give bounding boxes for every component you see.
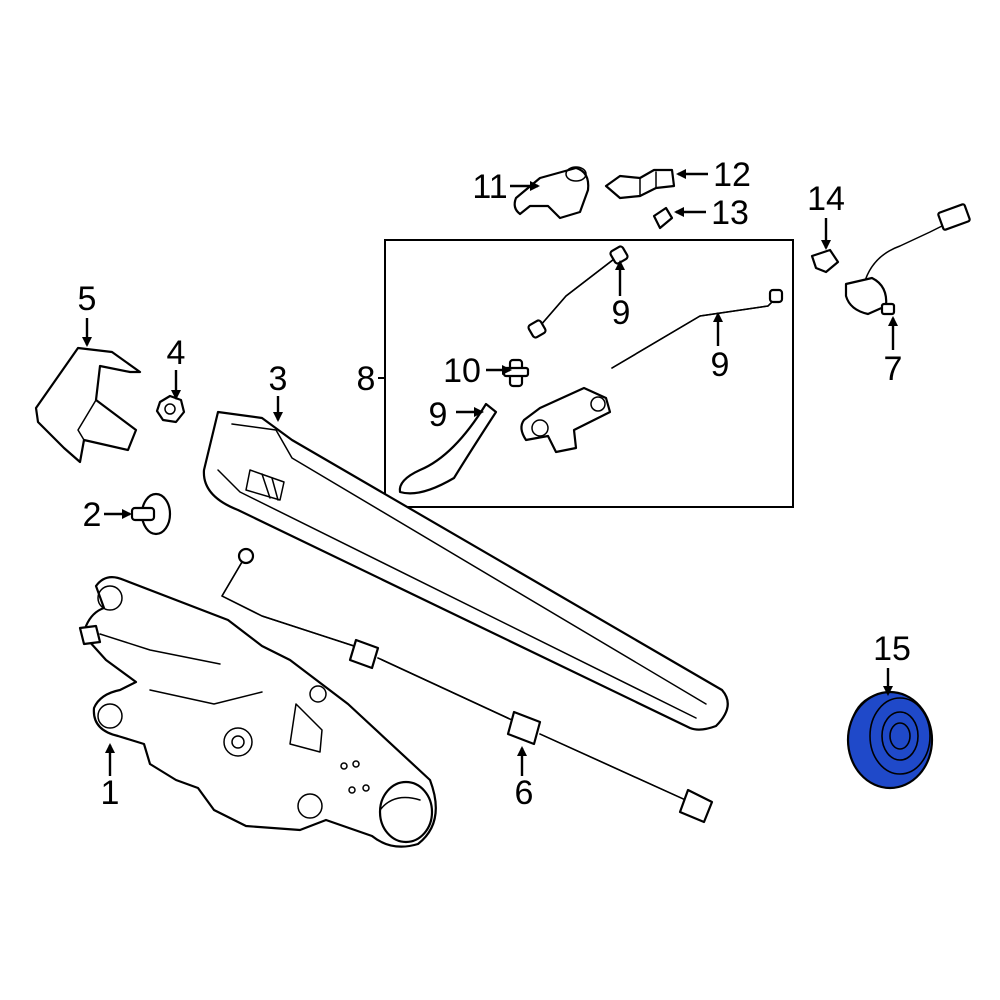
callout-13: 13 — [711, 194, 749, 232]
part-4-nut[interactable] — [155, 394, 186, 424]
kit-box — [384, 239, 794, 508]
part-2-bolt[interactable] — [130, 492, 172, 536]
callout-11: 11 — [472, 168, 507, 206]
callout-9-left: 9 — [429, 396, 448, 434]
part-11-nozzle[interactable] — [513, 166, 590, 220]
callout-labels: 1 2 3 4 5 6 7 8 9 9 9 10 11 12 13 14 15 — [78, 156, 911, 812]
part-15-grommet[interactable] — [846, 690, 934, 790]
callout-8: 8 — [357, 360, 376, 398]
callout-6: 6 — [515, 774, 534, 812]
part-3-wiper-arm[interactable] — [202, 410, 729, 731]
part-9-hose-left[interactable] — [398, 402, 498, 495]
callout-5: 5 — [78, 280, 97, 318]
part-12-fitting[interactable] — [604, 168, 676, 200]
part-7-sensor[interactable] — [844, 203, 971, 316]
part-13-clip[interactable] — [652, 206, 674, 230]
part-5-cover[interactable] — [34, 346, 142, 464]
callout-4: 4 — [167, 334, 186, 372]
callout-1: 1 — [101, 774, 120, 812]
leader-arrows — [82, 169, 898, 776]
part-9-hose-top[interactable] — [527, 245, 629, 339]
callout-2: 2 — [83, 496, 102, 534]
part-6-hose[interactable] — [221, 547, 714, 824]
callout-15: 15 — [873, 630, 911, 668]
callout-9-top: 9 — [612, 294, 631, 332]
part-9-hose-right[interactable] — [611, 288, 784, 369]
part-1-motor-assembly[interactable] — [78, 575, 437, 848]
callout-10: 10 — [443, 352, 481, 390]
callout-3: 3 — [269, 360, 288, 398]
callout-14: 14 — [807, 180, 845, 218]
callout-9-right: 9 — [711, 346, 730, 384]
kit-pump — [520, 386, 612, 454]
part-10-connector[interactable] — [502, 358, 530, 388]
callout-12: 12 — [713, 156, 751, 194]
callout-7: 7 — [884, 350, 903, 388]
part-14-connector[interactable] — [810, 248, 840, 274]
